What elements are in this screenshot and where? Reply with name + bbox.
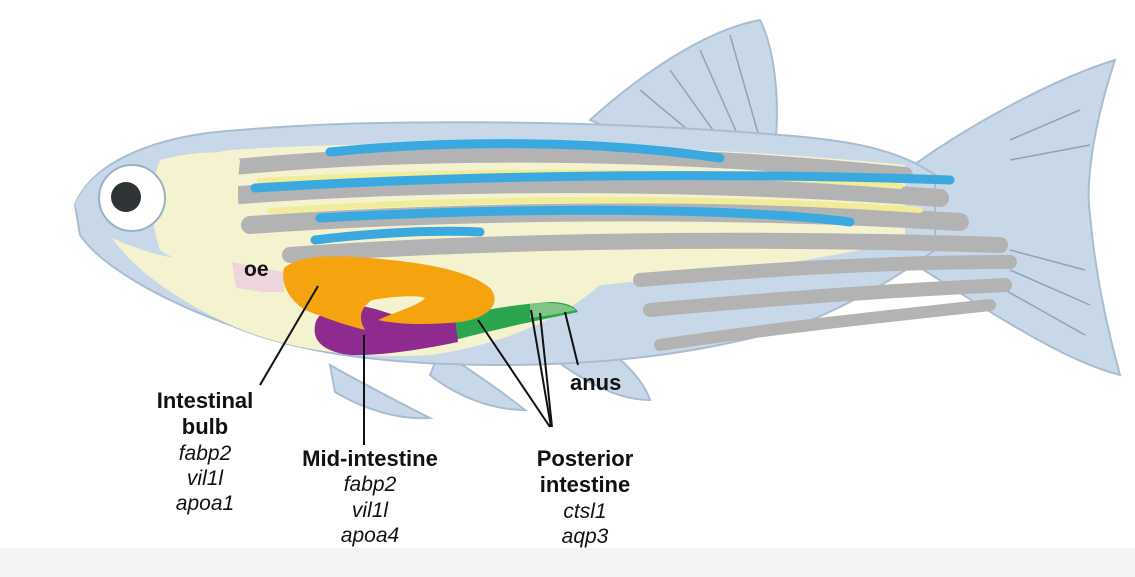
intestinal-bulb-title-1: Intestinal (120, 388, 290, 414)
mid-intestine-title: Mid-intestine (270, 446, 470, 472)
mid-intestine-gene-1: fabp2 (270, 472, 470, 497)
head-yellow (153, 153, 251, 267)
intestinal-bulb-gene-2: vil1l (120, 466, 290, 491)
posterior-intestine-label: Posterior intestine ctsl1 aqp3 (505, 446, 665, 549)
bottom-band (0, 548, 1135, 577)
eye-pupil (111, 182, 141, 212)
anus-label: anus (570, 370, 621, 396)
posterior-intestine-title-2: intestine (505, 472, 665, 498)
posterior-intestine-gene-2: aqp3 (505, 524, 665, 549)
oe-label: oe (244, 258, 269, 282)
posterior-intestine-gene-1: ctsl1 (505, 499, 665, 524)
posterior-intestine-title-1: Posterior (505, 446, 665, 472)
pectoral-fin (330, 365, 430, 418)
mid-intestine-gene-2: vil1l (270, 498, 470, 523)
intestinal-bulb-title-2: bulb (120, 414, 290, 440)
intestinal-bulb-gene-1: fabp2 (120, 441, 290, 466)
intestinal-bulb-label: Intestinal bulb fabp2 vil1l apoa1 (120, 388, 290, 516)
mid-intestine-gene-3: apoa4 (270, 523, 470, 548)
mid-intestine-label: Mid-intestine fabp2 vil1l apoa4 (270, 446, 470, 548)
intestinal-bulb-gene-3: apoa1 (120, 491, 290, 516)
